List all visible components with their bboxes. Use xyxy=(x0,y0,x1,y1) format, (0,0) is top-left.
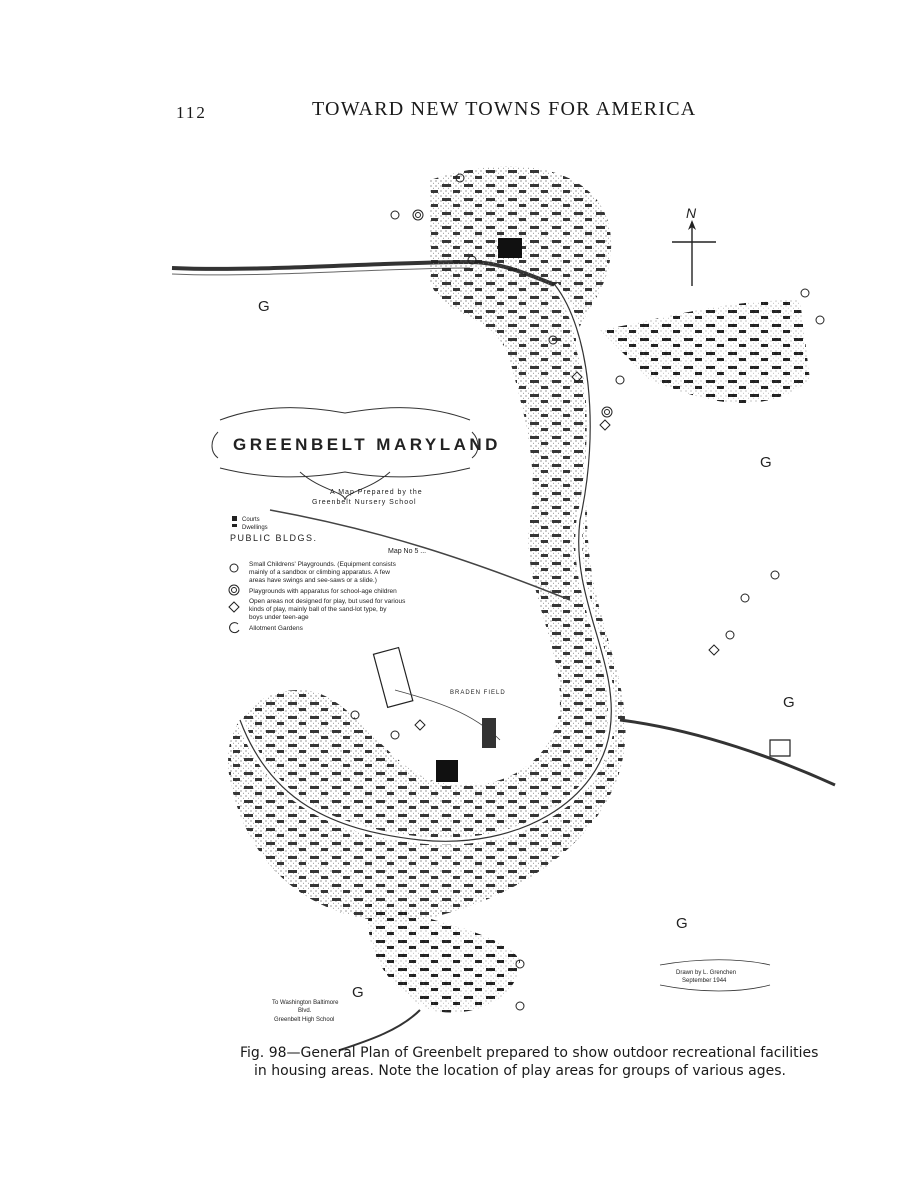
legend-3-line-1: Open areas not designed for play, but us… xyxy=(249,598,406,605)
dwellings-label: Dwellings xyxy=(242,525,268,531)
road-note-line-1: To Washington Baltimore xyxy=(272,1000,339,1006)
page-number: 112 xyxy=(176,103,207,122)
road-center xyxy=(269,509,571,601)
open-area-diamonds xyxy=(414,371,720,731)
legend: Small Childrens' Playgrounds. (Equipment… xyxy=(228,561,406,634)
playground-symbols xyxy=(350,173,825,1011)
garden-marks: G G G G G xyxy=(258,298,795,1001)
garden-g-3: G xyxy=(783,694,795,711)
figure-caption: Fig. 98—General Plan of Greenbelt prepar… xyxy=(240,1044,819,1080)
garden-g-4: G xyxy=(676,915,688,932)
north-label: N xyxy=(686,205,697,221)
garden-g-1: G xyxy=(258,298,270,315)
legend-3-line-2: kinds of play, mainly ball of the sand-l… xyxy=(249,606,387,613)
legend-1-line-1: Small Childrens' Playgrounds. (Equipment… xyxy=(249,561,397,568)
road-south xyxy=(339,1009,421,1051)
running-head: TOWARD NEW TOWNS FOR AMERICA xyxy=(312,98,697,120)
legend-2-line-1: Playgrounds with apparatus for school-ag… xyxy=(249,588,397,595)
caption-line-1: Fig. 98—General Plan of Greenbelt prepar… xyxy=(240,1045,819,1061)
public-building-north xyxy=(498,238,522,258)
map-number: Map No 5 ... xyxy=(388,548,426,555)
north-arrow-icon xyxy=(672,220,716,286)
courts-label: Courts xyxy=(242,517,260,523)
title-cartouche xyxy=(211,407,479,501)
legend-1-line-2: mainly of a sandbox or climbing apparatu… xyxy=(249,569,390,576)
braden-field xyxy=(372,646,414,709)
legend-1-line-3: areas have swings and see-saws or a slid… xyxy=(249,577,377,584)
legend-4-line-1: Allotment Gardens xyxy=(249,625,304,632)
garden-g-2: G xyxy=(760,454,772,471)
road-note-line-3: Greenbelt High School xyxy=(274,1017,334,1023)
garden-g-5: G xyxy=(352,984,364,1001)
map-title: GREENBELT MARYLAND xyxy=(233,435,501,454)
road-east xyxy=(619,718,836,787)
legend-3-line-3: boys under teen-age xyxy=(249,614,309,621)
outlier-arrow xyxy=(769,739,791,757)
prepared-by-line-2: Greenbelt Nursery School xyxy=(312,499,417,506)
public-building-south xyxy=(436,760,458,782)
prepared-by-line-1: A Map Prepared by the xyxy=(330,489,423,496)
caption-line-2: in housing areas. Note the location of p… xyxy=(254,1063,786,1079)
credit-line-1: Drawn by L. Grenchen xyxy=(676,970,736,976)
road-note-line-2: Blvd. xyxy=(298,1008,312,1014)
credit-line-2: September 1944 xyxy=(682,978,727,984)
public-bldgs-label: PUBLIC BLDGS. xyxy=(230,533,318,543)
braden-field-label: BRADEN FIELD xyxy=(450,690,506,696)
